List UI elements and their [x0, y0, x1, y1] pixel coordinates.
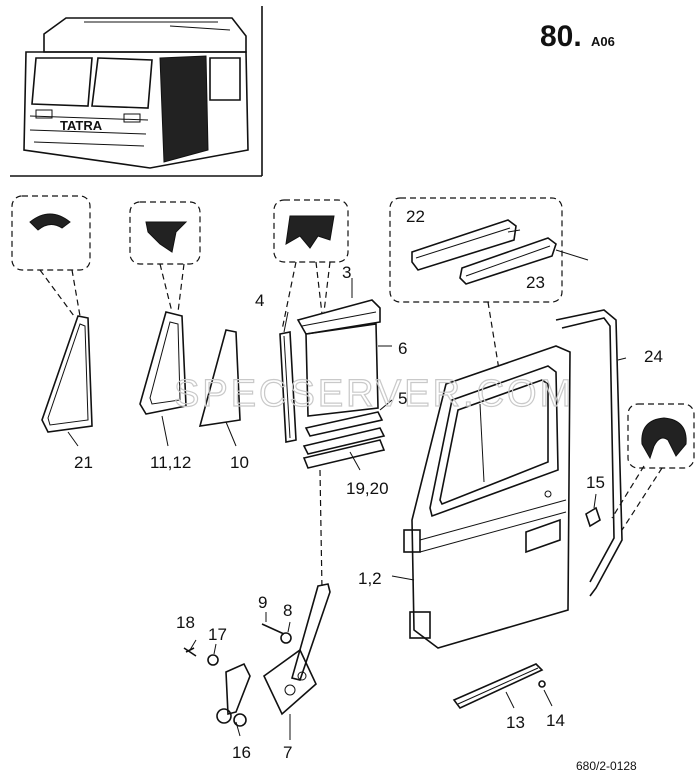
cab-overview-inset: TATRA	[10, 6, 263, 177]
callout-14: 14	[546, 711, 565, 730]
strip-23	[459, 237, 557, 285]
callout-9: 9	[258, 593, 267, 612]
seal-profile-section	[641, 417, 687, 460]
callout-11-12: 11,12	[150, 453, 191, 472]
cab-badge: TATRA	[60, 118, 103, 133]
callout-21: 21	[74, 453, 93, 472]
sill-13	[452, 663, 544, 709]
callout-10: 10	[230, 453, 249, 472]
window-glass-group	[273, 199, 386, 591]
callout-19-20: 19,20	[346, 479, 389, 498]
callout-17: 17	[208, 625, 227, 644]
profile-detail-box	[11, 195, 91, 271]
door-assembly	[403, 345, 571, 649]
part-15-bumper	[585, 506, 601, 528]
crank-handle-16	[225, 662, 251, 716]
regulator-plate	[262, 648, 317, 716]
seal-profile-section	[29, 213, 71, 231]
callout-1-2: 1,2	[358, 569, 382, 588]
part-11-12-seal	[129, 201, 201, 447]
callout-labels: 21 11,12 10 4 3 6 5 19,20 22 23 24 15 1,…	[74, 207, 663, 762]
callout-23: 23	[526, 273, 545, 292]
handle-parts	[183, 647, 251, 727]
nut-8	[280, 632, 292, 644]
seal-profile-section	[145, 221, 188, 253]
part-10-glass	[198, 329, 241, 447]
callout-15: 15	[586, 473, 605, 492]
callout-7: 7	[283, 743, 292, 762]
callout-18: 18	[176, 613, 195, 632]
channel-profile-section	[285, 215, 335, 249]
callout-5: 5	[398, 389, 407, 408]
drawing-code: 680/2-0128	[576, 759, 637, 773]
callout-3: 3	[342, 263, 351, 282]
watermark: SPECSERVER.COM	[174, 373, 574, 415]
window-regulator	[261, 583, 331, 716]
part-21-seal	[11, 195, 93, 433]
sill-parts	[452, 663, 546, 709]
callout-13: 13	[506, 713, 525, 732]
callout-16: 16	[232, 743, 251, 762]
washer-17	[207, 654, 219, 666]
bolt-9	[261, 623, 285, 635]
page-number: 80.	[540, 20, 582, 53]
cab-illustration: TATRA	[23, 17, 249, 169]
callout-4: 4	[255, 291, 264, 310]
callout-6: 6	[398, 339, 407, 358]
callout-24: 24	[644, 347, 663, 366]
strip-22	[411, 219, 517, 271]
leader-lines	[67, 229, 627, 740]
callout-8: 8	[283, 601, 292, 620]
part-24-seal	[555, 309, 695, 597]
callout-22: 22	[406, 207, 425, 226]
section-code: A06	[591, 34, 615, 49]
page-header: 80. A06	[540, 20, 615, 53]
clip-14	[538, 680, 546, 688]
